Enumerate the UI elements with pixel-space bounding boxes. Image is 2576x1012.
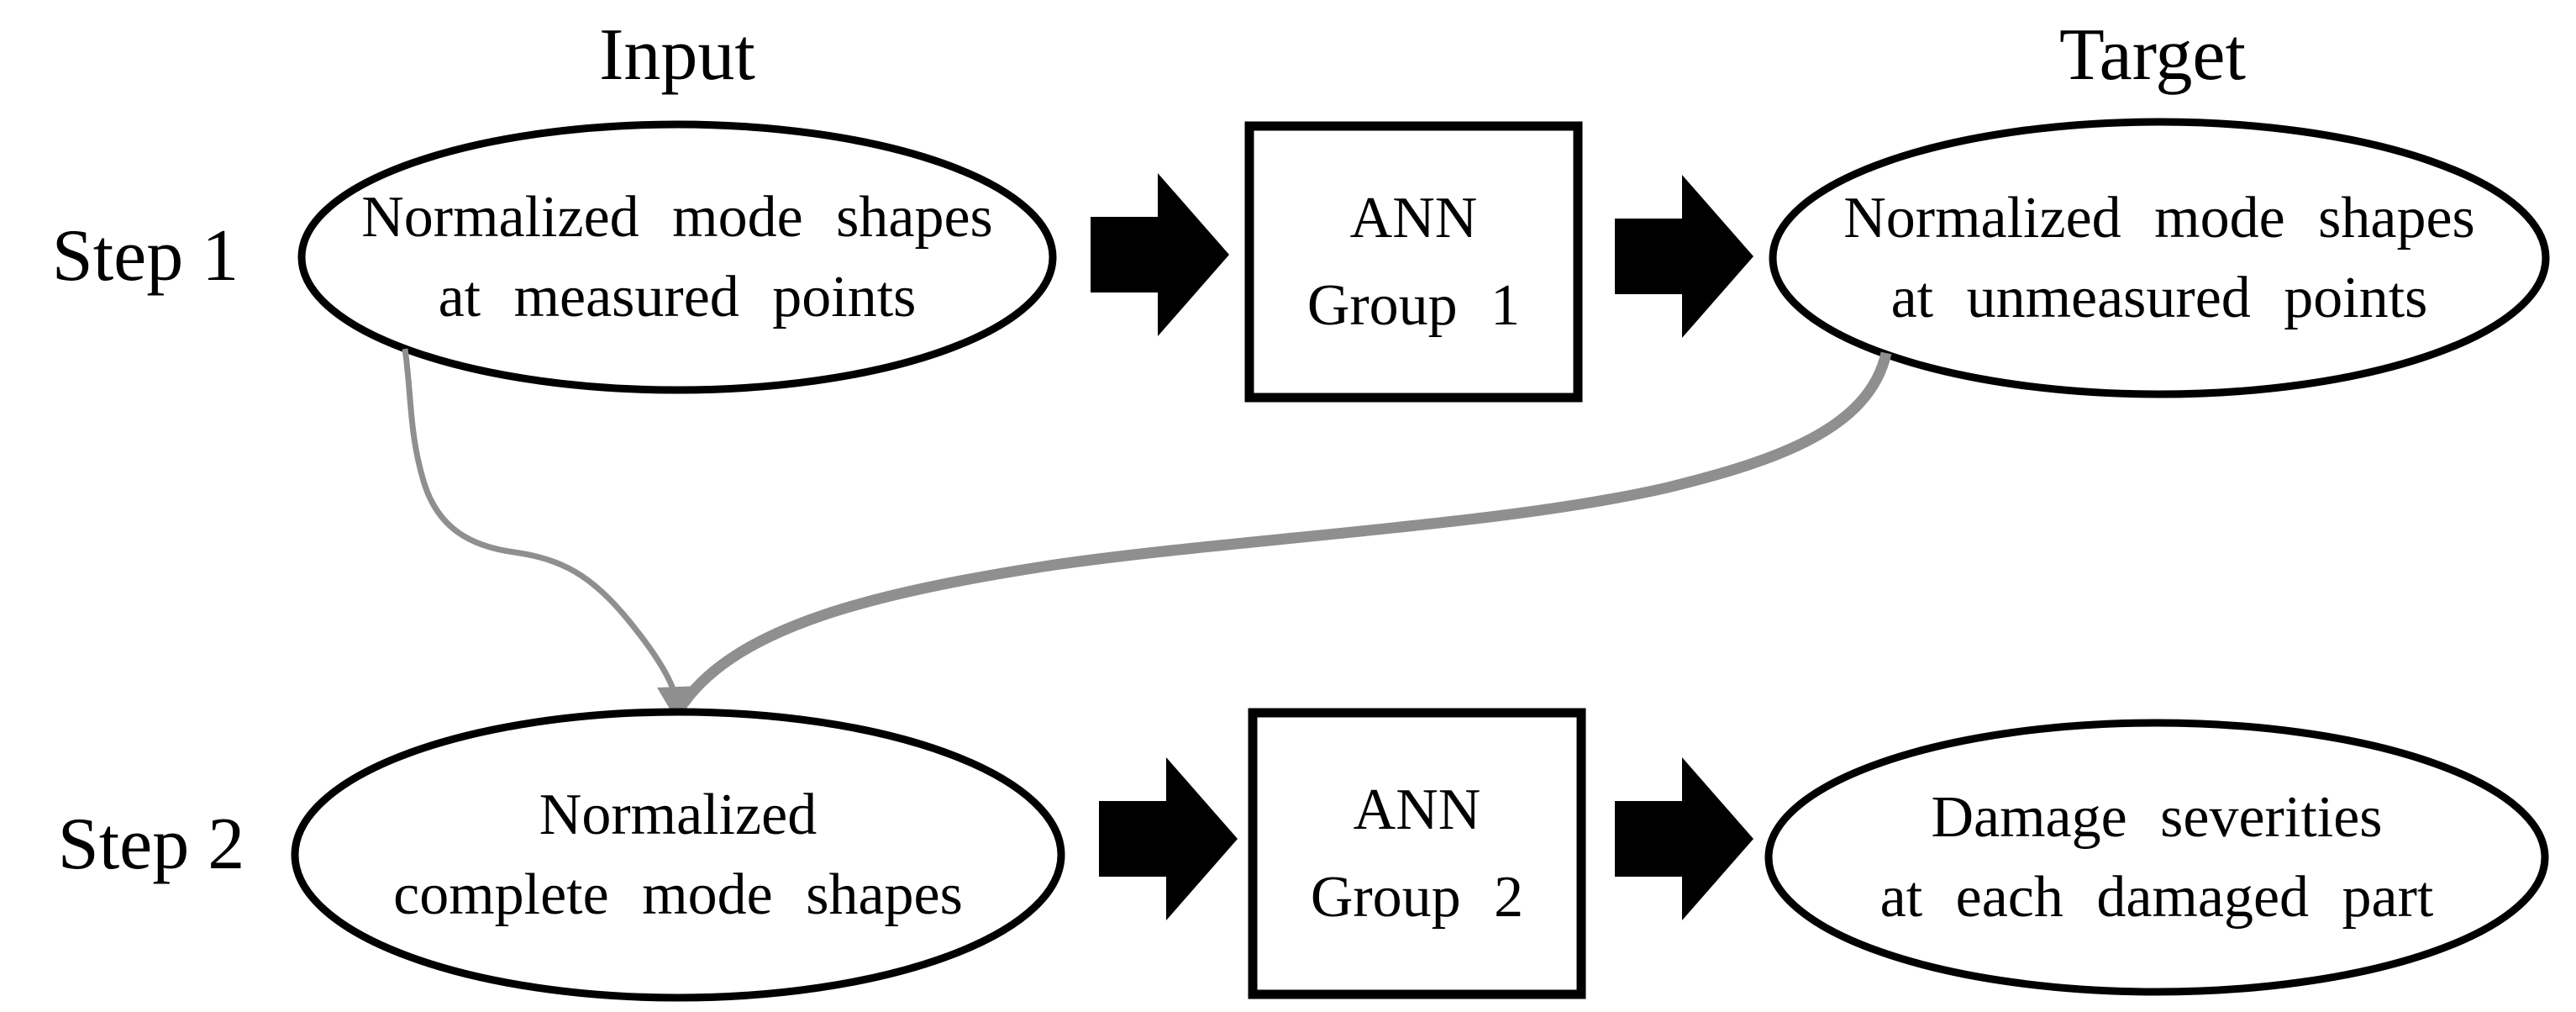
connector-arrowhead-icon (657, 686, 700, 723)
box-ann-group1 (1244, 121, 1583, 403)
ellipse-step1-input (297, 120, 1057, 394)
ellipse-step1-target (1769, 118, 2550, 398)
node-label-ann-group1: ANN Group 1 (1249, 126, 1578, 398)
flow-arrow-step2-input-to-ann-icon (1099, 757, 1238, 920)
node-line: Normalized mode shapes (361, 185, 993, 250)
node-line: ANN (1353, 777, 1481, 842)
node-line: at measured points (438, 265, 917, 329)
flow-arrow-step2-ann-to-target-icon (1615, 757, 1753, 920)
node-label-step2-target: Damage severities at each damaged part (1769, 723, 2545, 992)
node-label-step1-target: Normalized mode shapes at unmeasured poi… (1773, 122, 2546, 394)
connector-step1-target-to-step2-icon (679, 351, 1892, 706)
node-line: Normalized (539, 783, 817, 847)
flow-arrow-step1-input-to-ann-icon (1091, 173, 1229, 336)
step2-label: Step 2 (57, 804, 245, 885)
connector-step1-input-to-step2-icon (402, 348, 681, 704)
node-line: Normalized mode shapes (1843, 186, 2475, 250)
flow-arrow-step1-ann-to-target-icon (1615, 175, 1753, 338)
column-title-target: Target (2059, 14, 2246, 96)
node-line: Damage severities (1931, 785, 2383, 850)
node-label-step1-input: Normalized mode shapes at measured point… (302, 124, 1053, 390)
ellipse-step2-input (291, 708, 1065, 1002)
step1-label: Step 1 (51, 215, 239, 297)
column-title-input: Input (599, 14, 755, 96)
node-line: complete mode shapes (393, 862, 963, 927)
node-line: Group 1 (1306, 272, 1521, 338)
node-label-ann-group2: ANN Group 2 (1253, 713, 1581, 994)
node-line: at unmeasured points (1890, 266, 2428, 330)
node-line: ANN (1349, 185, 1478, 250)
node-line: at each damaged part (1879, 865, 2434, 930)
ellipse-step2-target (1764, 719, 2549, 996)
node-label-step2-input: Normalized complete mode shapes (295, 712, 1061, 998)
box-ann-group2 (1248, 708, 1586, 999)
node-line: Group 2 (1310, 864, 1524, 930)
